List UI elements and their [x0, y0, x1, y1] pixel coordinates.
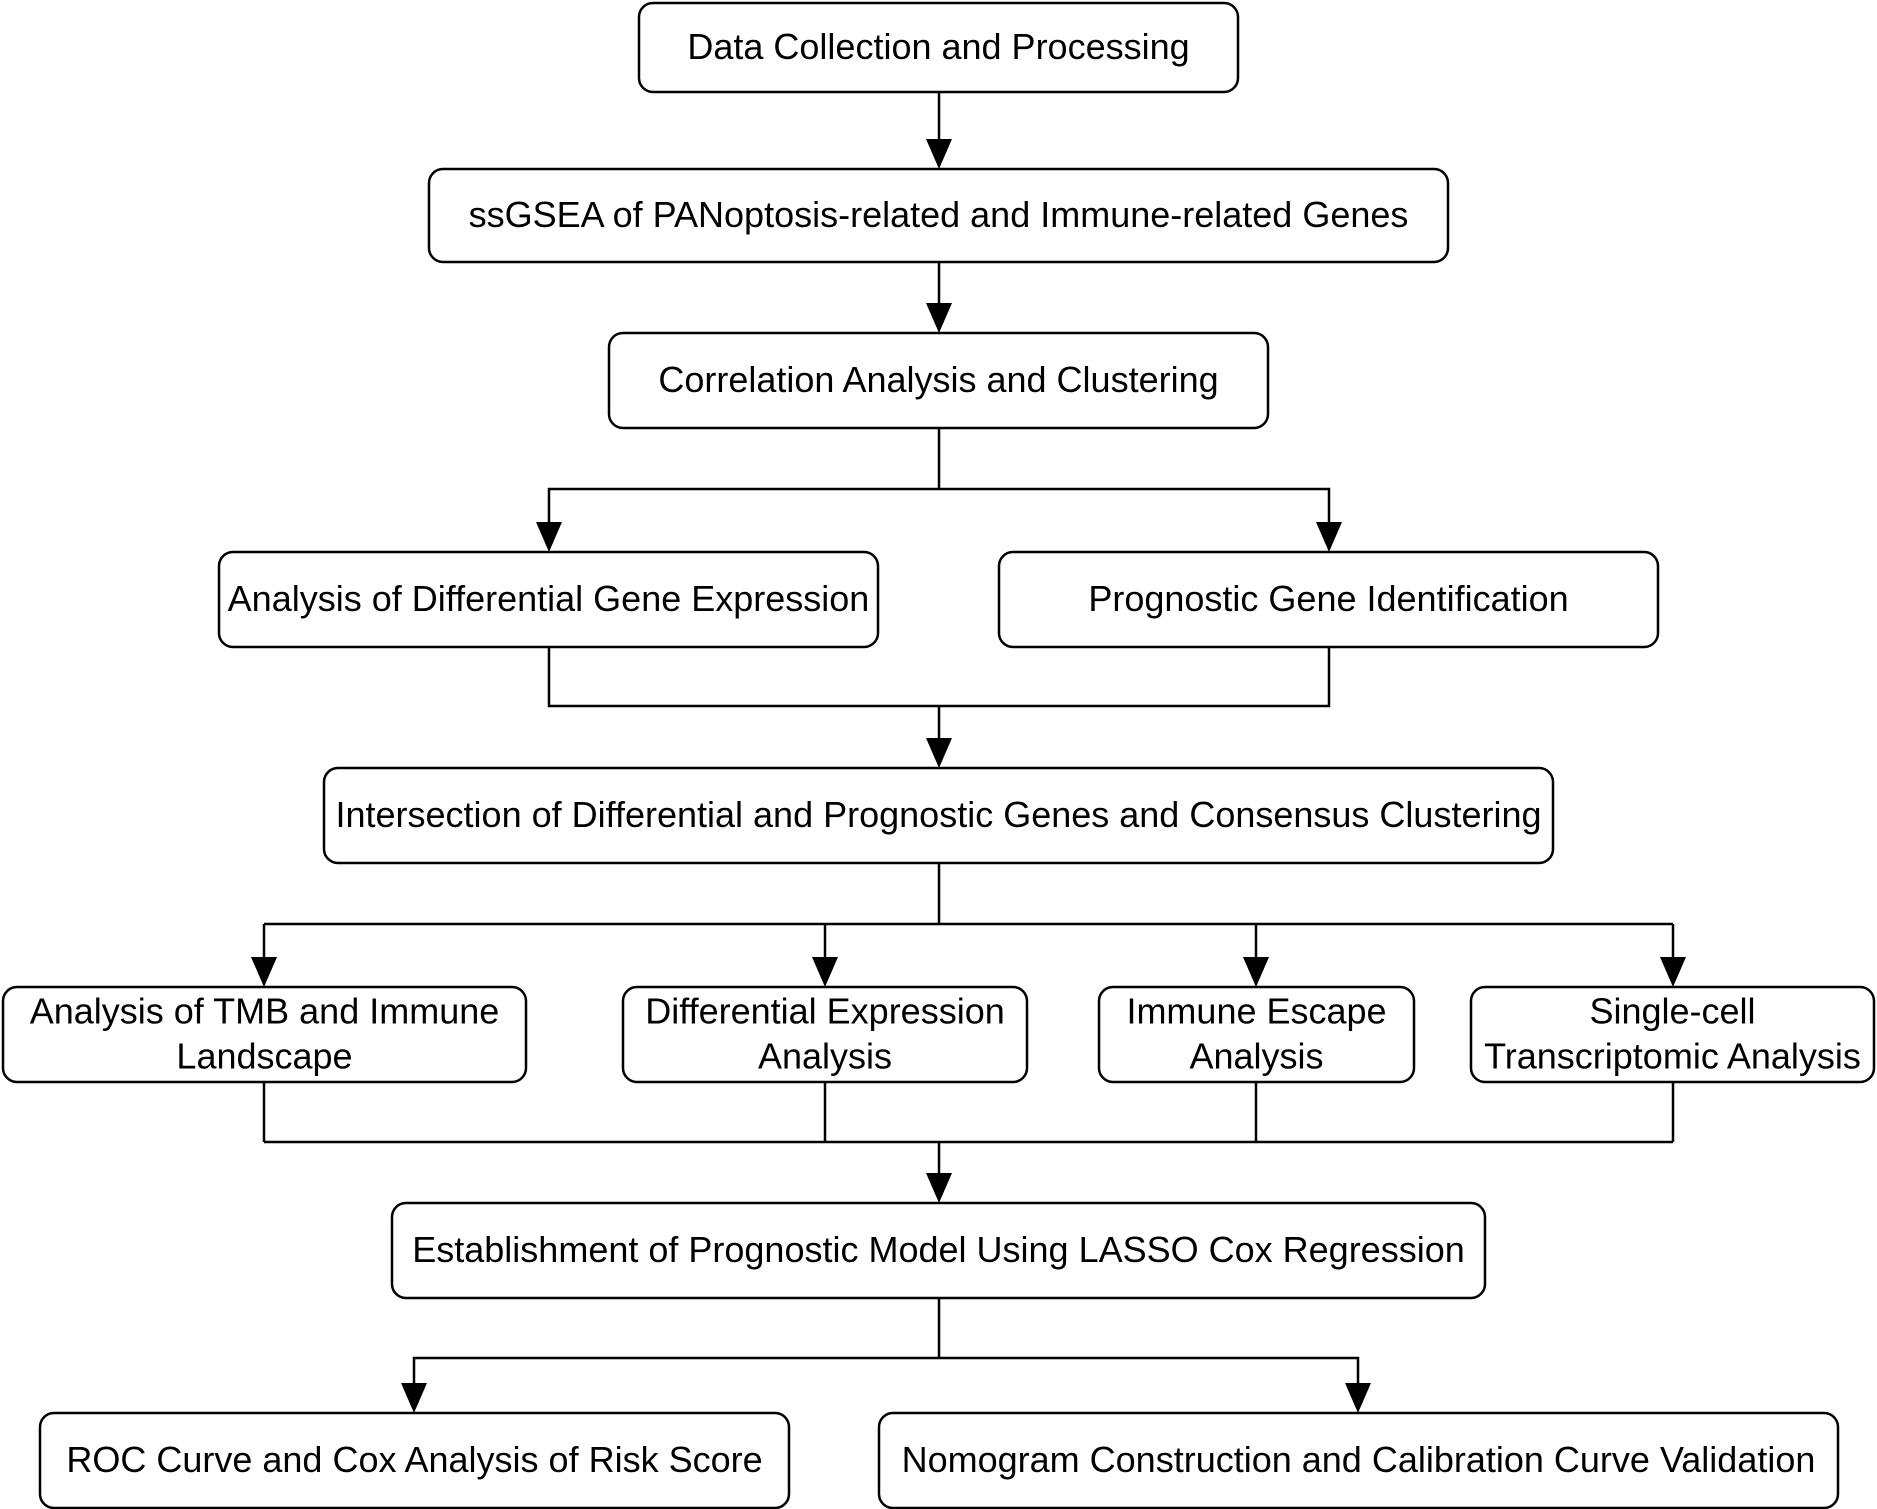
arrowhead-escape [1243, 957, 1269, 987]
arrowhead-corr [926, 303, 952, 333]
node-label-ssgsea: ssGSEA of PANoptosis-related and Immune-… [469, 194, 1409, 235]
node-box-ssgsea [427, 167, 1450, 264]
node-data: Data Collection and Processing [637, 1, 1240, 94]
node-label-tmb-line1: Analysis of TMB and Immune [30, 991, 500, 1032]
arrowhead-inter [926, 738, 952, 768]
node-label-dea-line2: Analysis [758, 1036, 892, 1077]
node-box-dge [217, 550, 880, 649]
node-label-dge: Analysis of Differential Gene Expression [228, 578, 870, 619]
node-label-data: Data Collection and Processing [687, 26, 1189, 67]
connectors [251, 92, 1686, 1413]
node-label-escape-line1: Immune Escape [1126, 991, 1386, 1032]
connector-split-dge-prog [547, 487, 1331, 548]
node-lasso: Establishment of Prognostic Model Using … [390, 1201, 1487, 1300]
connector-merge-dge-prog [547, 647, 1331, 708]
node-box-nomo [877, 1411, 1840, 1509]
node-box-inter [322, 766, 1555, 865]
arrowhead-ssgsea [926, 139, 952, 169]
node-box-data [637, 1, 1240, 94]
node-label-tmb-line2: Landscape [176, 1036, 352, 1077]
node-ssgsea: ssGSEA of PANoptosis-related and Immune-… [427, 167, 1450, 264]
arrowhead-nomo [1345, 1383, 1371, 1413]
arrowhead-single [1660, 957, 1686, 987]
node-label-corr: Correlation Analysis and Clustering [658, 359, 1218, 400]
node-label-nomo: Nomogram Construction and Calibration Cu… [902, 1439, 1816, 1480]
node-box-corr [607, 331, 1270, 430]
node-box-roc [38, 1411, 791, 1509]
arrowhead-tmb [251, 957, 277, 987]
arrowhead-lasso [926, 1173, 952, 1203]
arrowhead-roc [401, 1383, 427, 1413]
node-label-prog: Prognostic Gene Identification [1088, 578, 1568, 619]
node-box-lasso [390, 1201, 1487, 1300]
node-box-tmb [1, 985, 528, 1084]
node-label-single-line1: Single-cell [1589, 991, 1755, 1032]
arrowhead-dea [812, 957, 838, 987]
arrowhead-prog [1316, 522, 1342, 552]
node-box-escape [1097, 985, 1416, 1084]
node-roc: ROC Curve and Cox Analysis of Risk Score [38, 1411, 791, 1509]
node-label-inter: Intersection of Differential and Prognos… [335, 794, 1541, 835]
node-label-dea-line1: Differential Expression [645, 991, 1005, 1032]
node-label-single-line2: Transcriptomic Analysis [1484, 1036, 1861, 1077]
node-box-prog [997, 550, 1660, 649]
connector-split-roc-nomo [412, 1356, 1360, 1409]
node-label-roc: ROC Curve and Cox Analysis of Risk Score [66, 1439, 762, 1480]
node-nomo: Nomogram Construction and Calibration Cu… [877, 1411, 1840, 1509]
arrowhead-dge [536, 522, 562, 552]
node-label-escape-line2: Analysis [1189, 1036, 1323, 1077]
node-prog: Prognostic Gene Identification [997, 550, 1660, 649]
node-label-lasso: Establishment of Prognostic Model Using … [412, 1229, 1465, 1270]
node-box-dea [621, 985, 1029, 1084]
node-inter: Intersection of Differential and Prognos… [322, 766, 1555, 865]
node-corr: Correlation Analysis and Clustering [607, 331, 1270, 430]
node-box-single [1469, 985, 1876, 1084]
node-dge: Analysis of Differential Gene Expression [217, 550, 880, 649]
